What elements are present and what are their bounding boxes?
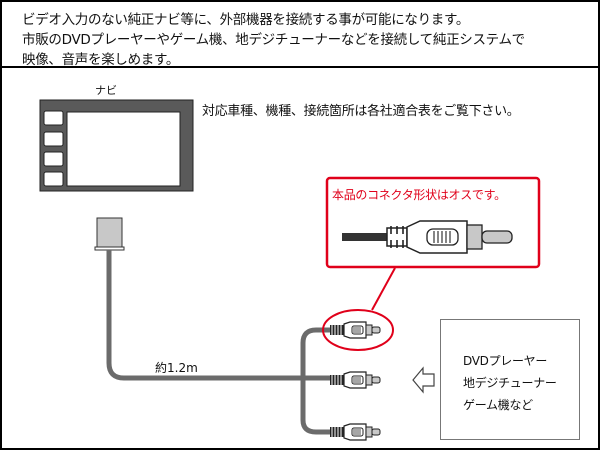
callout-pointer bbox=[371, 267, 396, 311]
navi-connector-icon bbox=[94, 217, 125, 251]
branch-cable bbox=[300, 327, 332, 435]
description-header: ビデオ入力のない純正ナビ等に、外部機器を接続する事が可能になります。 市販のDV… bbox=[0, 0, 600, 68]
rca-plug-icon bbox=[330, 371, 381, 389]
description-line-1: ビデオ入力のない純正ナビ等に、外部機器を接続する事が可能になります。 bbox=[22, 12, 470, 28]
cable-length-label: 約1.2m bbox=[155, 361, 198, 375]
description-line-3: 映像、音声を楽しめます。 bbox=[22, 52, 180, 68]
device-item: DVDプレーヤー bbox=[463, 354, 548, 368]
compatibility-note: 対応車種、機種、接続箇所は各社適合表をご覧下さい。 bbox=[202, 104, 520, 119]
device-item: 地デジチューナー bbox=[463, 376, 557, 390]
device-item: ゲーム機など bbox=[463, 398, 533, 412]
navi-label: ナビ bbox=[95, 84, 117, 97]
highlight-ellipse bbox=[322, 309, 394, 351]
description-line-2: 市販のDVDプレーヤーやゲーム機、地デジチューナーなどを接続して純正システムで bbox=[22, 32, 525, 48]
main-cable bbox=[106, 250, 332, 381]
external-devices-box: DVDプレーヤー 地デジチューナー ゲーム機など bbox=[440, 319, 580, 440]
callout-text: 本品のコネクタ形状はオスです。 bbox=[332, 188, 506, 202]
navi-unit-icon bbox=[39, 99, 194, 192]
rca-plug-large-icon bbox=[342, 220, 513, 254]
rca-plug-icon bbox=[330, 321, 381, 339]
arrow-left-icon bbox=[412, 366, 435, 394]
rca-plug-icon bbox=[330, 423, 381, 441]
